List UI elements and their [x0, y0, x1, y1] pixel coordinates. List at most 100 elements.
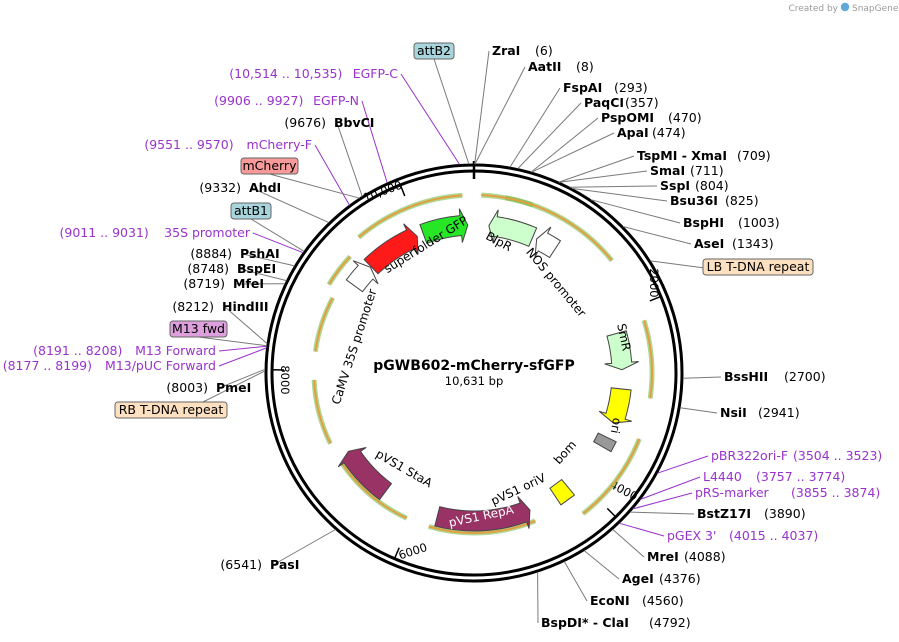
enzyme-agei[interactable]: AgeI — [622, 571, 654, 586]
enzyme-bsphi[interactable]: BspHI — [683, 215, 724, 230]
primer-egfp-c[interactable]: EGFP-C — [353, 66, 399, 81]
leader-line — [622, 226, 692, 245]
enzyme-mrei[interactable]: MreI — [647, 549, 679, 564]
primer-35s-promoter[interactable]: 35S promoter — [164, 225, 251, 240]
enzyme-position: (6) — [535, 43, 553, 58]
feature-box-attb1[interactable] — [230, 202, 272, 220]
feature-nos-promoter[interactable] — [534, 226, 562, 259]
enzyme-asei[interactable]: AseI — [694, 236, 724, 251]
leader-line — [218, 368, 266, 389]
enzyme-position: (8212) — [172, 299, 214, 314]
enzyme-bspei[interactable]: BspEI — [237, 261, 276, 276]
leader-line — [509, 87, 561, 168]
primer-m13-forward[interactable]: M13 Forward — [135, 343, 216, 358]
leader-line — [531, 132, 615, 173]
feature-box-attb2[interactable] — [413, 42, 455, 60]
enzyme-position: (8719) — [183, 276, 225, 291]
feature-ori[interactable] — [598, 387, 632, 424]
enzyme-position: (2941) — [758, 405, 800, 420]
primer-range: (9011 .. 9031) — [60, 225, 149, 240]
enzyme-bspdi-clai[interactable]: BspDI* - ClaI — [541, 615, 629, 630]
primer-range: (3757 .. 3774) — [756, 469, 845, 484]
primer-prs-marker[interactable]: pRS-marker — [695, 485, 770, 500]
enzyme-ahdi[interactable]: AhdI — [249, 180, 281, 195]
enzyme-econi[interactable]: EcoNI — [590, 593, 630, 608]
primer-leader — [252, 232, 304, 254]
leader-line — [474, 66, 526, 165]
enzyme-nsii[interactable]: NsiI — [720, 405, 747, 420]
feature-label-smr: SmR — [614, 322, 633, 352]
feature-box-label: LB T-DNA repeat — [707, 259, 810, 274]
enzyme-bsshii[interactable]: BssHII — [724, 369, 768, 384]
ruler-tick-label: 10,000 — [361, 178, 404, 205]
enzyme-zrai[interactable]: ZraI — [492, 43, 520, 58]
ruler-tick — [393, 547, 400, 559]
svg-text:SnapGene: SnapGene — [852, 4, 899, 14]
primer-range: (3855 .. 3874) — [791, 485, 880, 500]
plasmid-size: 10,631 bp — [445, 374, 504, 388]
feature-superfolder-gfp[interactable] — [419, 208, 469, 244]
ruler-arc-shade — [311, 379, 333, 445]
enzyme-pmei[interactable]: PmeI — [216, 380, 251, 395]
feature-smr[interactable] — [604, 330, 639, 371]
feature-box-lb-t-dna-repeat[interactable] — [702, 258, 814, 276]
leader-line — [680, 407, 718, 414]
enzyme-bsu36i[interactable]: Bsu36I — [670, 193, 718, 208]
feature-box-rb-t-dna-repeat[interactable] — [114, 401, 228, 419]
enzyme-position: (4088) — [684, 549, 726, 564]
primer-l4440[interactable]: L4440 — [703, 469, 742, 484]
enzyme-apai[interactable]: ApaI — [617, 125, 649, 140]
leader-line — [198, 336, 267, 347]
feature-box-mcherry[interactable] — [240, 157, 299, 175]
primer-leader — [361, 100, 388, 184]
ruler-tick — [399, 184, 406, 197]
feature-box-m13-fwd[interactable] — [169, 320, 228, 338]
primer-leader — [218, 347, 267, 367]
leader-line — [563, 561, 588, 602]
feature-pvs1-staa[interactable] — [337, 446, 393, 501]
enzyme-position: (8748) — [187, 261, 229, 276]
enzyme-pspomi[interactable]: PspOMI — [601, 110, 654, 125]
enzyme-pasi[interactable]: PasI — [270, 557, 299, 572]
leader-line — [242, 253, 295, 267]
enzyme-position: (4792) — [649, 615, 691, 630]
leader-line — [629, 511, 695, 515]
feature-pvs1-repa[interactable] — [434, 496, 531, 532]
feature-box-label: M13 fwd — [172, 321, 225, 336]
enzyme-pshai[interactable]: PshAI — [240, 246, 280, 261]
enzyme-paqci[interactable]: PaqCI — [584, 95, 624, 110]
primer-m13-puc-forward[interactable]: M13/pUC Forward — [105, 358, 216, 373]
enzyme-tspmi-xmai[interactable]: TspMI - XmaI — [637, 148, 727, 163]
enzyme-bbvci[interactable]: BbvCI — [334, 115, 374, 130]
enzyme-aatii[interactable]: AatII — [528, 59, 561, 74]
primer-leader — [218, 345, 267, 352]
ruler-tick — [649, 295, 662, 302]
leader-line — [272, 529, 336, 566]
enzyme-position: (2700) — [784, 369, 826, 384]
enzyme-bstz17i[interactable]: BstZ17I — [697, 506, 751, 521]
primer-range: (9906 .. 9927) — [214, 93, 303, 108]
enzyme-hindiii[interactable]: HindIII — [222, 299, 269, 314]
enzyme-sspi[interactable]: SspI — [660, 178, 690, 193]
enzyme-smai[interactable]: SmaI — [650, 163, 685, 178]
feature-blpr[interactable] — [488, 209, 538, 247]
leader-line — [569, 185, 658, 188]
primer-mcherry-f[interactable]: mCherry-F — [247, 137, 312, 152]
primer-leader — [640, 476, 701, 500]
feature-pvs1-oriv[interactable] — [549, 478, 576, 506]
feature-mcherry[interactable] — [363, 223, 419, 275]
enzyme-mfei[interactable]: MfeI — [233, 276, 264, 291]
leader-line — [269, 173, 360, 199]
enzyme-fspai[interactable]: FspAI — [563, 80, 602, 95]
feature-bom[interactable] — [592, 432, 617, 453]
primer-leader — [314, 144, 350, 206]
primer-egfp-n[interactable]: EGFP-N — [313, 93, 359, 108]
feature-camv-35s-promoter[interactable] — [345, 260, 379, 293]
primer-pbr322ori-f[interactable]: pBR322ori-F — [711, 448, 788, 463]
primer-leader — [619, 522, 665, 537]
primer-pgex-3[interactable]: pGEX 3' — [667, 528, 716, 543]
leader-line — [517, 102, 582, 169]
feature-label-bom: bom — [551, 438, 579, 467]
primer-range: (8177 .. 8199) — [3, 358, 92, 373]
